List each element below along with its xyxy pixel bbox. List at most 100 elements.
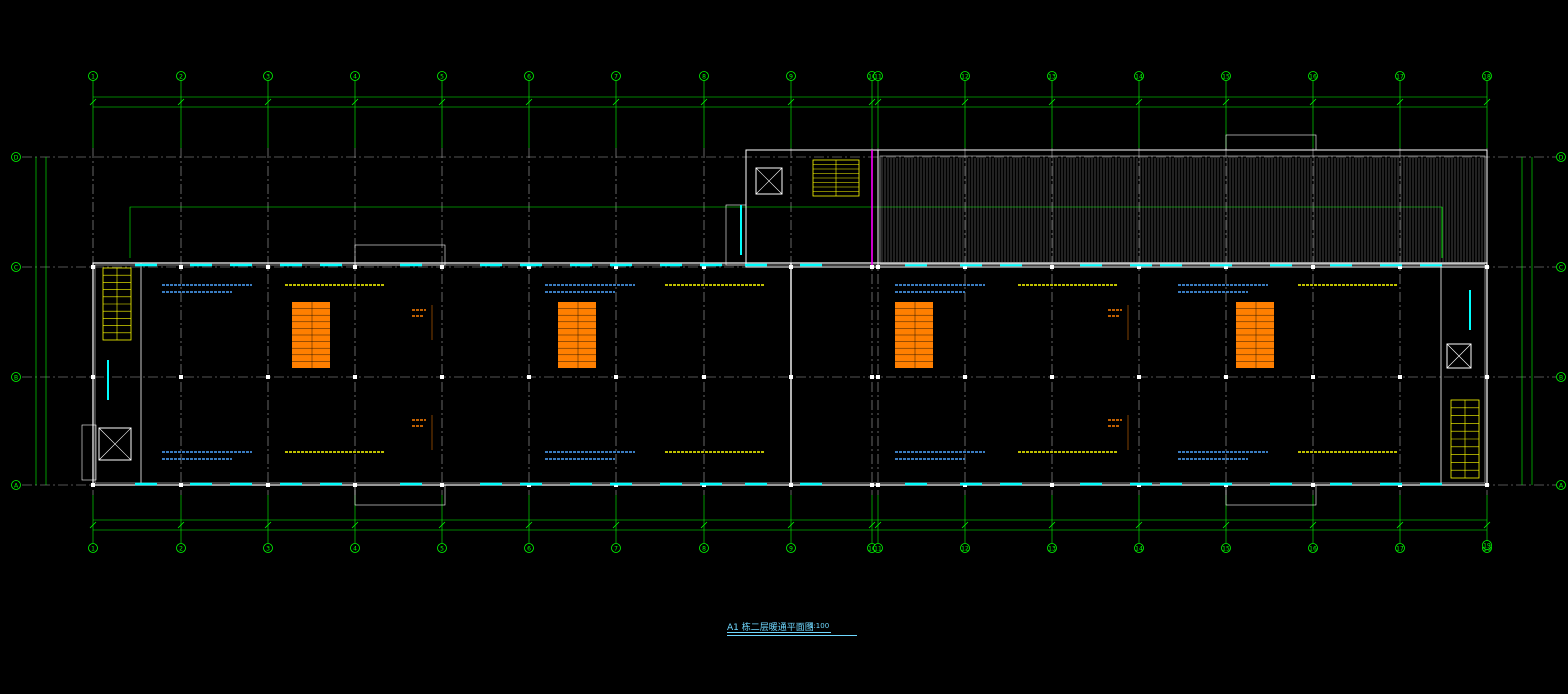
column: [266, 483, 270, 487]
axis-bubble-right-label: B: [1559, 375, 1563, 382]
axis-bubble-top: [176, 71, 186, 81]
axis-bubble-top: [437, 71, 447, 81]
axis-bubble-top-label: 2: [179, 74, 183, 81]
left-core-wall: [92, 262, 142, 486]
axis-bubble-top: [611, 71, 621, 81]
dimension-tick: [525, 521, 533, 529]
column: [876, 483, 880, 487]
column: [1311, 483, 1315, 487]
core-annex: [725, 204, 747, 266]
grid-axis-layer: [92, 80, 1488, 543]
column: [266, 375, 270, 379]
axis-bubble-left: [11, 480, 21, 490]
axis-bubble-bottom-label: 15: [1222, 546, 1230, 553]
drawing-scale: 1:100: [809, 622, 830, 630]
axis-bubble-left-label: C: [14, 265, 18, 272]
axis-bubble-right: [1556, 152, 1566, 162]
drawing-title-block: A1 栋二层暖通平面图 1:100: [727, 618, 867, 638]
axis-bubble-bottom-label: 11: [874, 546, 882, 553]
axis-bubbles: 1122334455667788991010111112121313141415…: [11, 71, 1566, 553]
axis-bubble-right: [1556, 480, 1566, 490]
column: [1485, 375, 1489, 379]
column: [1311, 265, 1315, 269]
axis-bubble-bottom: [437, 543, 447, 553]
dimension-tick: [874, 521, 882, 529]
axis-bubble-bottom-label: 16: [1309, 546, 1317, 553]
dimension-tick: [700, 521, 708, 529]
dimension-tick: [264, 98, 272, 106]
equipment-platform-bottom-right: [1225, 484, 1317, 506]
column: [353, 375, 357, 379]
wall-outline: [81, 134, 1489, 506]
column: [1050, 483, 1054, 487]
axis-bubble-top: [786, 71, 796, 81]
axis-bubble-bottom: [786, 543, 796, 553]
axis-bubble-top: [1308, 71, 1318, 81]
axis-bubble-end-label: 19: [1483, 543, 1491, 550]
column: [440, 483, 444, 487]
column: [91, 483, 95, 487]
column: [789, 265, 793, 269]
window-openings: [107, 205, 1471, 486]
column: [1311, 375, 1315, 379]
dimension-tick: [1396, 98, 1404, 106]
axis-bubble-bottom: [1134, 543, 1144, 553]
axis-bubble-top: [1482, 71, 1492, 81]
drawing-title: A1 栋二层暖通平面图: [727, 623, 814, 633]
dimension-tick: [89, 98, 97, 106]
dimension-tick: [438, 521, 446, 529]
axis-bubble-top: [699, 71, 709, 81]
column: [870, 375, 874, 379]
axis-bubble-end: [1482, 540, 1492, 550]
axis-bubble-top: [350, 71, 360, 81]
axis-bubble-top: [960, 71, 970, 81]
axis-bubble-bottom: [350, 543, 360, 553]
column: [1224, 375, 1228, 379]
axis-bubble-bottom: [88, 543, 98, 553]
column: [353, 483, 357, 487]
axis-bubble-bottom-label: 4: [353, 546, 357, 553]
elevator-right-cross: [1446, 343, 1472, 369]
dimension-tick: [351, 521, 359, 529]
dimension-tick: [1135, 98, 1143, 106]
axis-bubble-bottom-label: 10: [868, 546, 876, 553]
column: [440, 265, 444, 269]
dimension-tick: [1483, 98, 1491, 106]
dimension-tick: [177, 521, 185, 529]
column: [789, 483, 793, 487]
column: [91, 375, 95, 379]
axis-bubble-top-label: 11: [874, 74, 882, 81]
dimension-tick: [787, 98, 795, 106]
dimension-lines: [35, 96, 1533, 531]
axis-bubble-bottom-label: 2: [179, 546, 183, 553]
hatched-roof-area: [879, 155, 1486, 265]
axis-bubble-top-label: 14: [1135, 74, 1143, 81]
axis-bubble-left-label: B: [14, 375, 18, 382]
column: [527, 265, 531, 269]
axis-bubble-bottom: [699, 543, 709, 553]
dimension-tick: [1135, 521, 1143, 529]
dimension-tick: [1483, 521, 1491, 529]
dimension-tick: [525, 98, 533, 106]
roof-hatch-border: [879, 155, 1486, 265]
axis-bubble-bottom: [1308, 543, 1318, 553]
axis-bubble-top-label: 3: [266, 74, 270, 81]
column: [963, 375, 967, 379]
axis-bubble-top-label: 17: [1396, 74, 1404, 81]
dimension-tick: [700, 98, 708, 106]
column: [702, 265, 706, 269]
column: [1050, 265, 1054, 269]
column: [179, 265, 183, 269]
axis-bubble-top-label: 8: [702, 74, 706, 81]
dimension-tick: [1309, 98, 1317, 106]
dimension-tick: [438, 98, 446, 106]
axis-bubble-left: [11, 262, 21, 272]
column: [963, 265, 967, 269]
column: [876, 375, 880, 379]
elevator-right: [1446, 343, 1472, 369]
title-underline: [727, 632, 831, 633]
axis-bubble-bottom-label: 3: [266, 546, 270, 553]
equipment-platform-top: [354, 244, 446, 266]
dimension-tick: [787, 521, 795, 529]
